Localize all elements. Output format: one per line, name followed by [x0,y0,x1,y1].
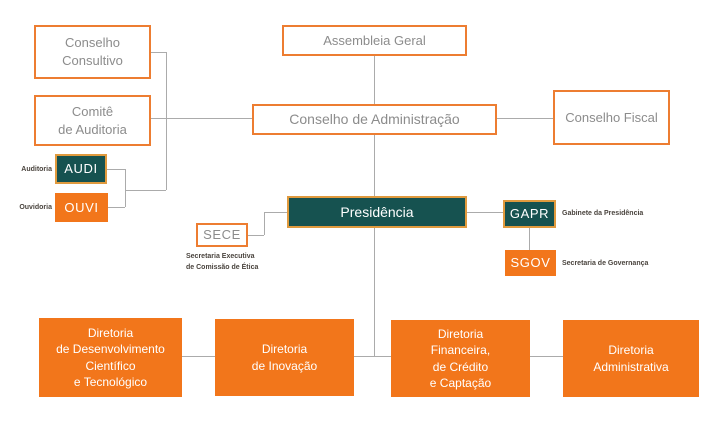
org-node-ouvi: OUVI [55,193,108,222]
annotation-ouvidoria: Ouvidoria [19,204,52,211]
annotation-secretaria-executiva-comissao-etica: Secretaria Executiva de Comissão de Étic… [186,253,259,271]
org-node-conselho-fiscal: Conselho Fiscal [553,90,670,145]
org-node-presidencia: Presidência [287,196,467,228]
connector-cadmin-presidencia [374,135,375,196]
org-node-diretoria-desenvolvimento: Diretoria de Desenvolvimento Científico … [39,318,182,397]
annotation-secretaria-de-governanca: Secretaria de Governança [562,260,649,267]
connector-dir1-dir2 [182,356,215,357]
org-node-diretoria-inovacao: Diretoria de Inovação [215,319,354,396]
org-node-conselho-consultivo: Conselho Consultivo [34,25,151,79]
org-node-diretoria-financeira: Diretoria Financeira, de Crédito e Capta… [391,320,530,397]
connector-presidencia-diretorias [374,228,375,356]
connector-audi-ouvi-bracket [125,169,126,207]
org-node-audi: AUDI [55,154,107,184]
connector-cadmin-fiscal [497,118,553,119]
org-node-conselho-de-administracao: Conselho de Administração [252,104,497,135]
connector-sece-riser [264,212,265,235]
connector-comite-cadmin [151,118,252,119]
org-node-sece: SECE [196,223,248,247]
connector-assembleia-cadmin [374,56,375,104]
org-node-diretoria-administrativa: Diretoria Administrativa [563,320,699,397]
connector-ouvi-stub [108,207,125,208]
connector-presidencia-gapr [467,212,503,213]
org-node-comite-de-auditoria: Comitê de Auditoria [34,95,151,146]
connector-dir2-dir3 [354,356,391,357]
org-node-sgov: SGOV [505,250,556,276]
annotation-gabinete-da-presidencia: Gabinete da Presidência [562,210,644,217]
annotation-auditoria: Auditoria [21,166,52,173]
connector-consultivo-drop [166,52,167,190]
connector-dir3-dir4 [530,356,563,357]
org-node-assembleia-geral: Assembleia Geral [282,25,467,56]
org-node-gapr: GAPR [503,200,556,228]
connector-gapr-sgov [529,228,530,250]
connector-sece-presidencia [264,212,287,213]
connector-sece-stub [248,235,264,236]
connector-audi-stub [107,169,125,170]
connector-consultivo-stub [151,52,166,53]
connector-bracket-drop [125,190,166,191]
